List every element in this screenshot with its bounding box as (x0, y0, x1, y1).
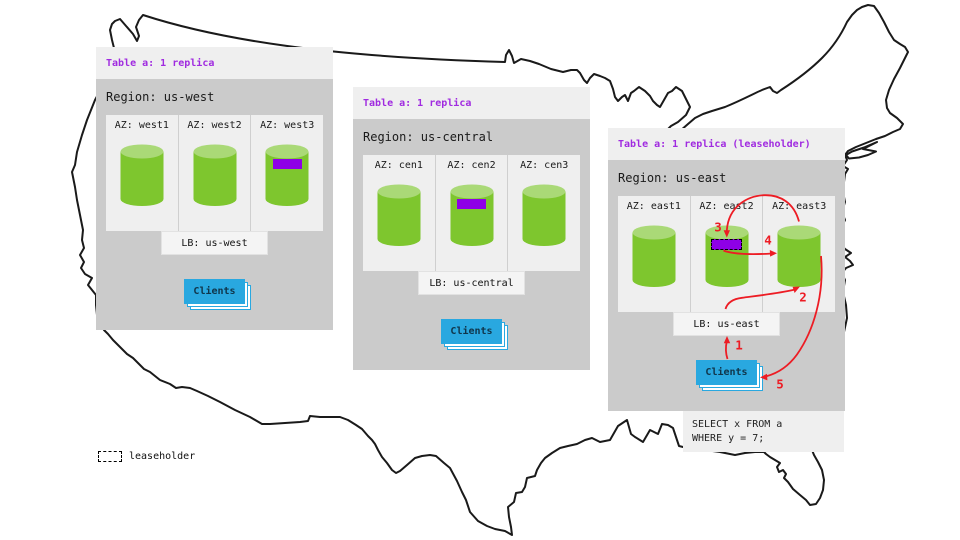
az-cell-west2: AZ: west2 (177, 115, 251, 231)
clients-box-us-east: Clients (696, 360, 763, 391)
step-number-1: 1 (735, 337, 743, 353)
region-label-us-west: Region: us-west (106, 90, 215, 104)
az-cell-east1: AZ: east1 (618, 196, 690, 312)
leaseholder-legend-swatch (98, 451, 122, 462)
load-balancer-us-central: LB: us-central (418, 271, 525, 295)
db-cylinder-cen2 (450, 184, 493, 246)
sql-line-2: WHERE y = 7; (692, 432, 765, 444)
region-panel-us-central: Table a: 1 replica Region: us-central AZ… (353, 87, 590, 370)
leaseholder-replica-east2 (711, 238, 742, 251)
db-cylinder-east3 (777, 225, 821, 287)
az-label-east2: AZ: east2 (699, 201, 754, 212)
db-cylinder-west2 (193, 144, 236, 206)
load-balancer-us-east: LB: us-east (673, 312, 780, 336)
clients-label-us-west: Clients (184, 279, 245, 304)
cylinder-body (377, 191, 421, 246)
az-cell-west3: AZ: west3 (250, 115, 323, 231)
step-number-3: 3 (714, 219, 722, 235)
load-balancer-us-west: LB: us-west (161, 231, 268, 255)
sql-line-1: SELECT x FROM a (692, 419, 783, 430)
cylinder-top (265, 144, 309, 158)
az-label-west2: AZ: west2 (187, 120, 242, 131)
az-cell-cen1: AZ: cen1 (363, 155, 435, 271)
az-cell-west1: AZ: west1 (106, 115, 178, 231)
cylinder-top (705, 225, 748, 239)
cylinder-top (450, 184, 493, 198)
region-panel-us-west: Table a: 1 replica Region: us-west AZ: w… (96, 47, 333, 330)
clients-label-us-central: Clients (441, 319, 502, 344)
cylinder-body (193, 151, 236, 206)
table-label-us-east: Table a: 1 replica (leaseholder) (618, 138, 811, 150)
az-container-us-central: AZ: cen1 AZ: cen2 AZ: cen3 (363, 155, 580, 271)
cylinder-top (522, 184, 566, 198)
step-number-4: 4 (764, 232, 772, 248)
az-label-cen2: AZ: cen2 (447, 160, 496, 171)
az-label-west1: AZ: west1 (114, 120, 169, 131)
cylinder-body (777, 232, 821, 287)
az-label-west3: AZ: west3 (260, 120, 315, 131)
az-label-cen3: AZ: cen3 (520, 160, 569, 171)
step-number-5: 5 (776, 376, 784, 392)
table-label-us-central: Table a: 1 replica (363, 97, 472, 109)
region-panel-us-east: Table a: 1 replica (leaseholder) Region:… (608, 128, 845, 411)
cylinder-top (120, 144, 164, 158)
clients-box-us-west: Clients (184, 279, 251, 310)
clients-box-us-central: Clients (441, 319, 508, 350)
cylinder-top (377, 184, 421, 198)
table-header-us-east: Table a: 1 replica (leaseholder) (608, 128, 845, 160)
db-cylinder-east2 (705, 225, 748, 287)
az-label-east1: AZ: east1 (626, 201, 681, 212)
table-header-us-central: Table a: 1 replica (353, 87, 590, 119)
az-cell-cen2: AZ: cen2 (434, 155, 508, 271)
db-cylinder-cen1 (377, 184, 421, 246)
cylinder-body (120, 151, 164, 206)
az-cell-cen3: AZ: cen3 (507, 155, 580, 271)
cylinder-body (522, 191, 566, 246)
table-label-us-west: Table a: 1 replica (106, 57, 215, 69)
replica-block-cen2 (457, 199, 486, 209)
cylinder-body (632, 232, 676, 287)
az-label-cen1: AZ: cen1 (374, 160, 423, 171)
step-number-2: 2 (799, 289, 807, 305)
cylinder-top (777, 225, 821, 239)
replica-block-west3 (272, 159, 302, 169)
clients-label-us-east: Clients (696, 360, 757, 385)
cylinder-top (193, 144, 236, 158)
leaseholder-legend-label: leaseholder (129, 451, 196, 462)
region-label-us-east: Region: us-east (618, 171, 727, 185)
az-container-us-west: AZ: west1 AZ: west2 AZ: west3 (106, 115, 323, 231)
sql-query-box: SELECT x FROM a WHERE y = 7; (683, 411, 844, 452)
table-header-us-west: Table a: 1 replica (96, 47, 333, 79)
cylinder-top (632, 225, 676, 239)
db-cylinder-east1 (632, 225, 676, 287)
region-label-us-central: Region: us-central (363, 130, 494, 144)
db-cylinder-west3 (265, 144, 309, 206)
db-cylinder-cen3 (522, 184, 566, 246)
az-label-east3: AZ: east3 (772, 201, 827, 212)
az-cell-east2: AZ: east2 (689, 196, 763, 312)
legend: leaseholder (98, 451, 195, 462)
db-cylinder-west1 (120, 144, 164, 206)
